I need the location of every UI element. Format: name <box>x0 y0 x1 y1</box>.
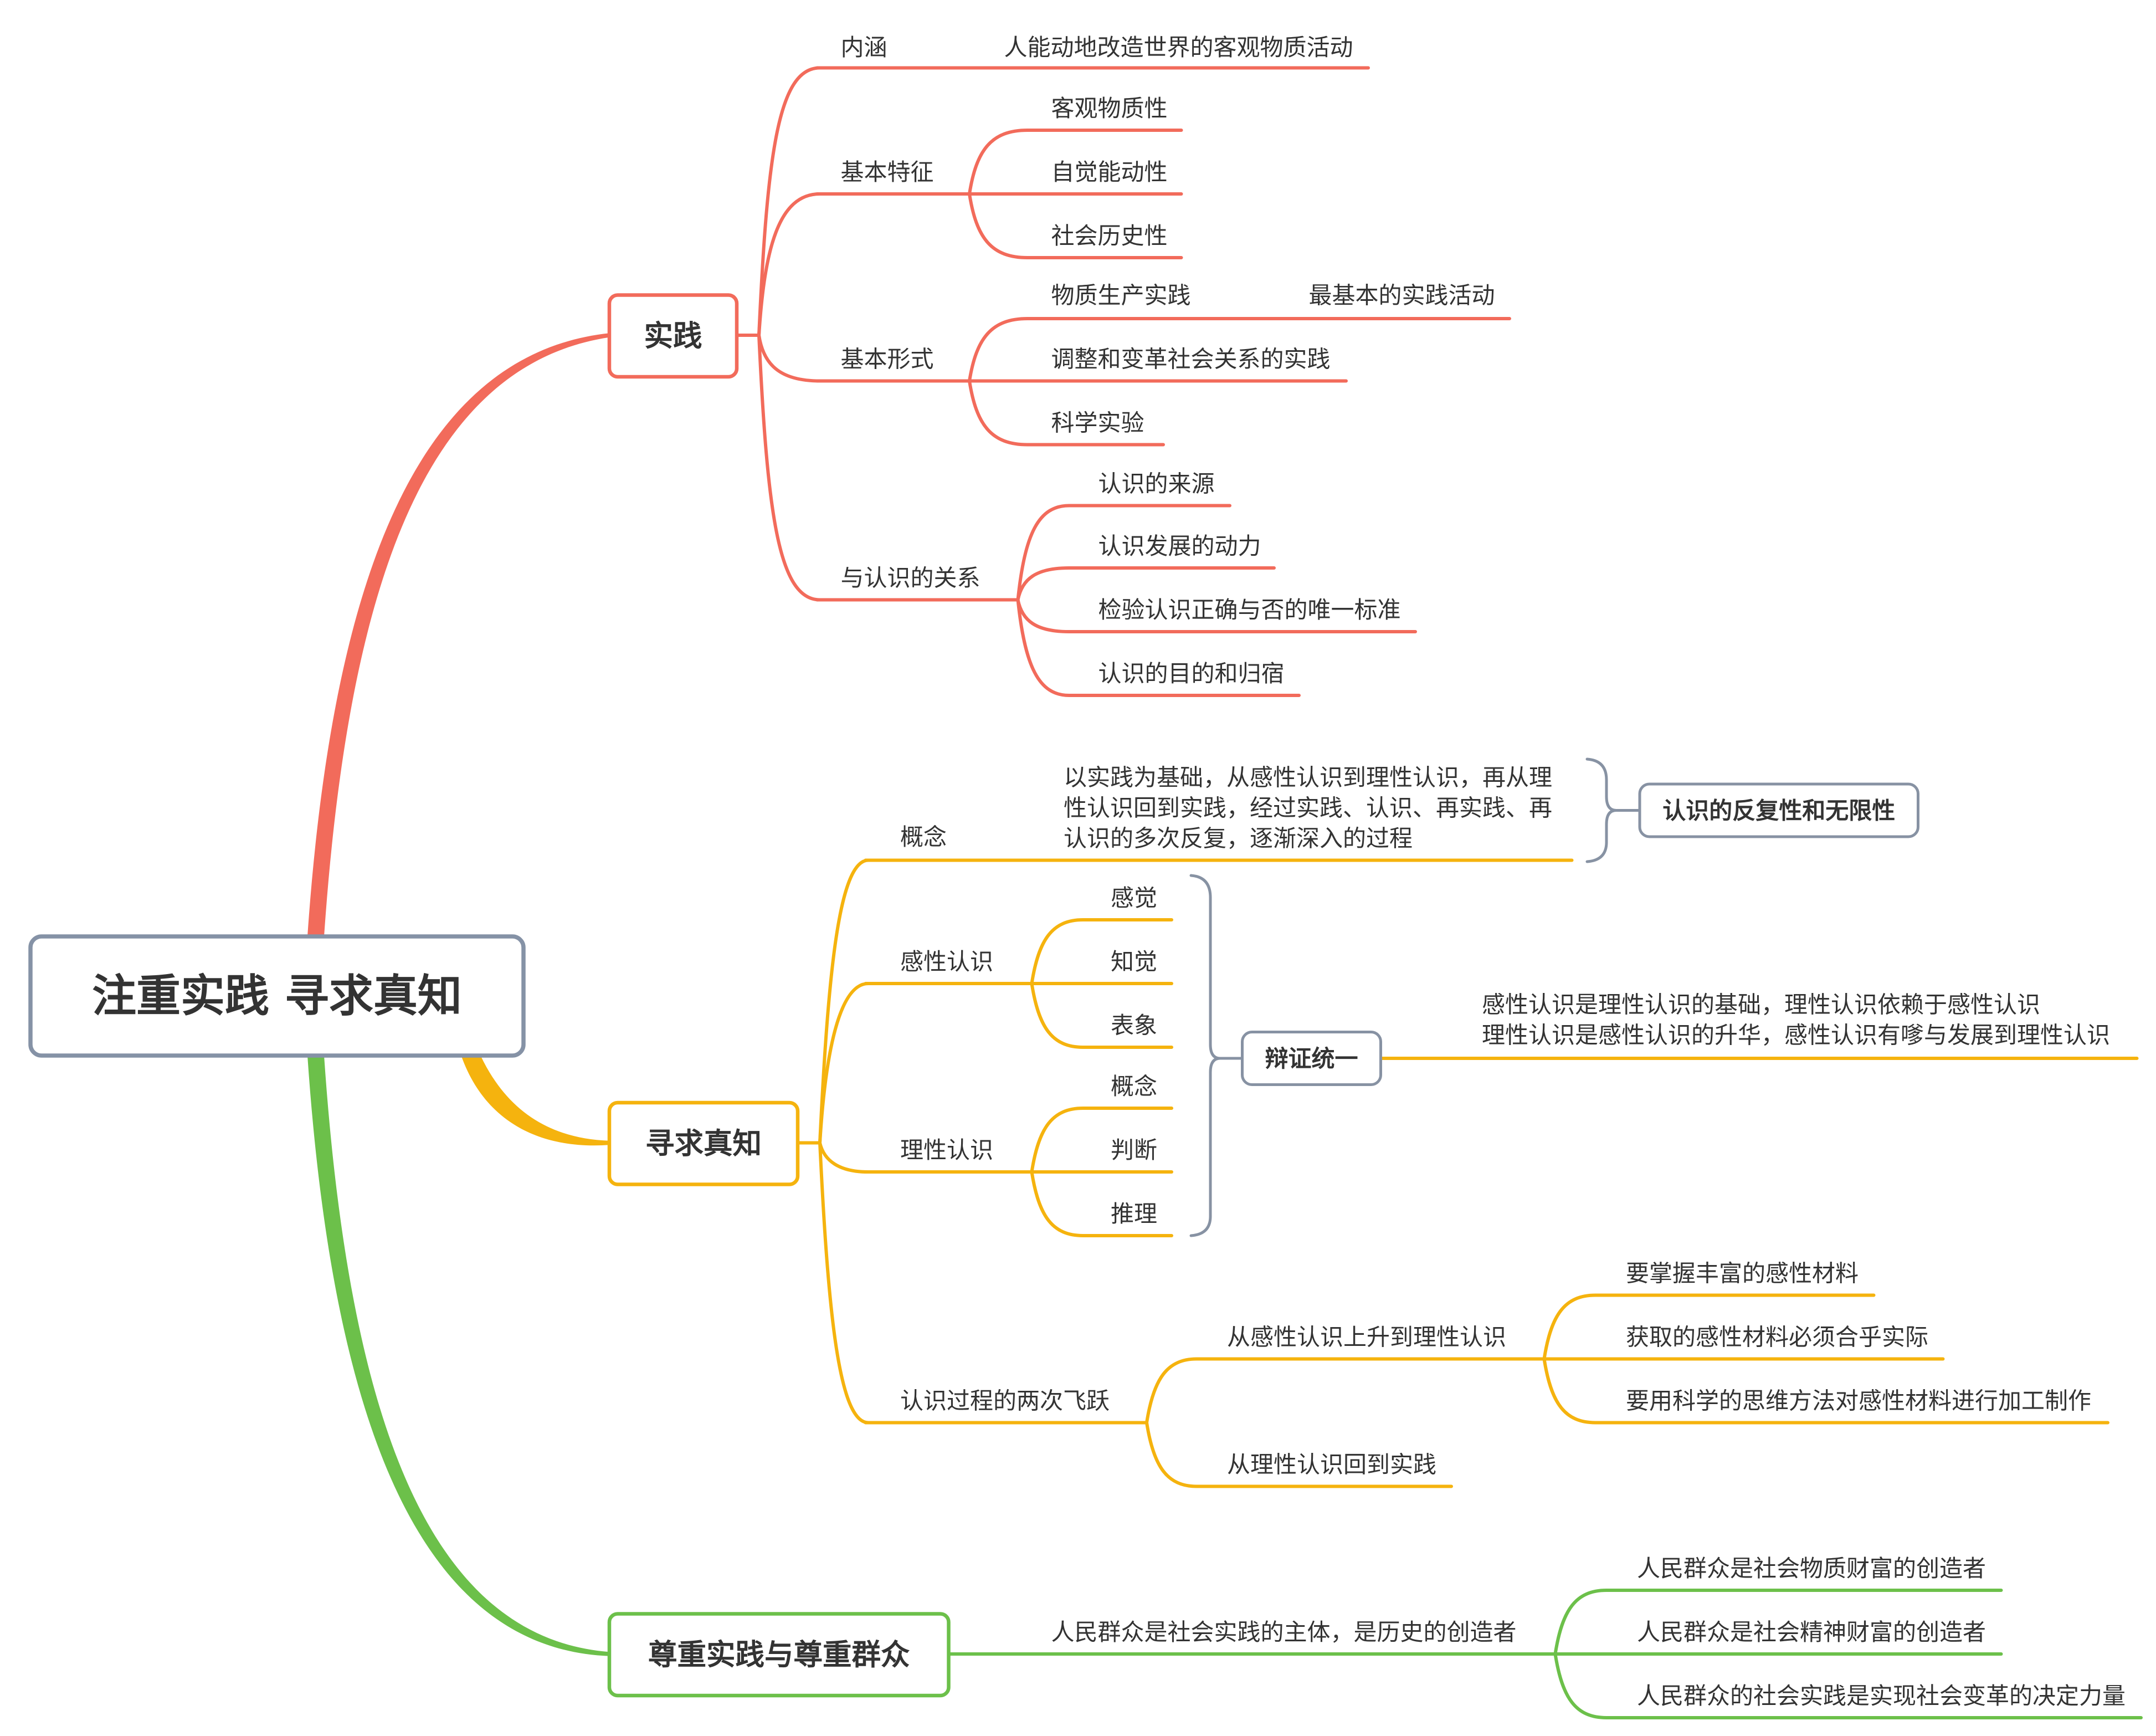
leap-perceptual-to-rational: 从感性认识上升到理性认识 <box>1227 1324 1506 1351</box>
practice-topics: 内涵 人能动地改造世界的客观物质活动 基本特征 客观物质性 自觉能动性 社会历史… <box>841 34 1495 687</box>
perceptual-representation: 表象 <box>1111 1012 1157 1039</box>
dialectical-unity-bracket <box>1189 874 1220 1237</box>
feature-conscious-initiative: 自觉能动性 <box>1051 158 1168 186</box>
rational-reasoning: 推理 <box>1111 1200 1157 1227</box>
form-material-production: 物质生产实践 <box>1051 282 1191 309</box>
connector-line <box>1016 504 1231 602</box>
respect-masses-connectors <box>947 1589 2143 1720</box>
topic-concept: 概念 <box>900 823 947 851</box>
topic-two-leaps: 认识过程的两次飞跃 <box>900 1387 1110 1415</box>
connector-line <box>1553 1652 2143 1720</box>
relation-sole-criterion: 检验认识正确与否的唯一标准 <box>1098 596 1400 623</box>
form-scientific-experiment: 科学实验 <box>1051 409 1144 437</box>
form-social-relations: 调整和变革社会关系的实践 <box>1051 346 1331 373</box>
main-connector-seek-truth <box>461 1056 609 1146</box>
branch-respect-masses-node <box>607 1612 951 1698</box>
rational-judgment: 判断 <box>1111 1136 1157 1164</box>
connector-line <box>1030 1107 1173 1174</box>
summary-repetition-infinity-label: 认识的反复性和无限性 <box>1662 797 1895 825</box>
relation-driving-force: 认识发展的动力 <box>1098 532 1261 560</box>
connector-line <box>818 858 870 1145</box>
leap-requirement-rich-material: 要掌握丰富的感性材料 <box>1626 1260 1859 1287</box>
topic-connotation-definition: 人能动地改造世界的客观物质活动 <box>1004 34 1353 61</box>
connector-line <box>967 129 1183 196</box>
connector-line <box>1542 1293 1876 1361</box>
perceptual-perception: 知觉 <box>1111 948 1157 975</box>
summary-repetition-infinity-node <box>1638 782 1919 838</box>
branch-nodes: 实践 寻求真知 尊重实践与尊重群众 <box>607 293 951 1698</box>
dialectical-unity-label: 辩证统一 <box>1265 1045 1358 1072</box>
feature-objective-materiality: 客观物质性 <box>1051 95 1168 122</box>
topic-masses-subject: 人民群众是社会实践的主体，是历史的创造者 <box>1051 1619 1517 1646</box>
connector-line <box>757 334 822 602</box>
connector-line <box>757 334 822 383</box>
concept-definition-line: 以实践为基础，从感性认识到理性认识，再从理 <box>1064 764 1552 791</box>
branch-respect-masses-title: 尊重实践与尊重群众 <box>648 1638 910 1672</box>
masses-spiritual-wealth: 人民群众是社会精神财富的创造者 <box>1637 1619 1986 1646</box>
branch-practice-node <box>607 293 739 379</box>
connector-line <box>1144 1357 1945 1425</box>
concept-definition-line: 认识的多次反复，逐渐深入的过程 <box>1064 825 1413 852</box>
connector-line <box>1144 1421 1453 1488</box>
summary-brackets <box>1189 757 1641 1237</box>
main-connector-practice <box>307 333 609 937</box>
connector-line <box>1030 982 1173 1049</box>
branch-practice-title: 实践 <box>644 319 702 353</box>
seek-truth-connectors <box>795 858 2139 1488</box>
connector-line <box>757 66 822 337</box>
relation-source: 认识的来源 <box>1098 470 1214 498</box>
connector-line <box>1030 918 1173 986</box>
form-material-production-note: 最基本的实践活动 <box>1309 282 1495 309</box>
topic-perceptual-cognition: 感性认识 <box>900 948 993 975</box>
rational-concept: 概念 <box>1111 1073 1157 1100</box>
leap-requirement-scientific-processing: 要用科学的思维方法对感性材料进行加工制作 <box>1626 1387 2091 1415</box>
central-topic-node <box>28 934 526 1058</box>
connector-line <box>818 1141 870 1174</box>
connector-line <box>1030 1170 1173 1238</box>
connector-line <box>1016 598 1301 698</box>
perceptual-sensation: 感觉 <box>1111 884 1157 911</box>
branch-seek-truth-title: 寻求真知 <box>645 1126 762 1160</box>
connector-line <box>818 1141 870 1425</box>
connector-line <box>1553 1589 2003 1656</box>
leap-requirement-factual-material: 获取的感性材料必须合乎实际 <box>1626 1324 1928 1351</box>
central-topic-title: 注重实践 寻求真知 <box>92 970 462 1022</box>
concept-definition-line: 性认识回到实践，经过实践、认识、再实践、再 <box>1064 795 1552 822</box>
seek-truth-topics: 概念 以实践为基础，从感性认识到理性认识，再从理 性认识回到实践，经过实践、认识… <box>900 764 2110 1478</box>
topic-connotation: 内涵 <box>841 34 887 61</box>
relation-goal: 认识的目的和归宿 <box>1098 660 1284 687</box>
branch-seek-truth-node <box>607 1100 800 1186</box>
topic-rational-cognition: 理性认识 <box>900 1136 993 1164</box>
connector-line <box>1016 566 1276 602</box>
leap-rational-to-practice: 从理性认识回到实践 <box>1227 1451 1436 1478</box>
masses-decisive-force: 人民群众的社会实践是实现社会变革的决定力量 <box>1637 1682 2126 1709</box>
dialectical-unity-node <box>1240 1031 1382 1087</box>
topic-basic-forms: 基本形式 <box>841 346 934 373</box>
connector-line <box>967 192 1183 260</box>
topic-relation-to-cognition: 与认识的关系 <box>841 565 981 592</box>
dialectical-unity-note-line: 感性认识是理性认识的基础，理性认识依赖于感性认识 <box>1482 991 2040 1018</box>
connector-line <box>967 317 1511 383</box>
connector-line <box>967 379 1165 447</box>
dialectical-unity-note-line: 理性认识是感性认识的升华，感性认识有嗲与发展到理性认识 <box>1482 1022 2110 1049</box>
connector-line <box>818 982 870 1145</box>
summary-bracket <box>1585 757 1616 863</box>
connector-line <box>757 192 822 337</box>
main-connectors <box>307 333 609 1656</box>
respect-masses-topics: 人民群众是社会实践的主体，是历史的创造者 人民群众是社会物质财富的创造者 人民群… <box>1051 1555 2126 1709</box>
main-connector-respect-masses <box>307 1056 609 1656</box>
practice-connectors <box>735 66 1511 698</box>
central-topic: 注重实践 寻求真知 <box>28 934 526 1058</box>
connector-line <box>1542 1357 2109 1425</box>
feature-social-history: 社会历史性 <box>1051 222 1168 249</box>
topic-basic-features: 基本特征 <box>841 158 934 186</box>
masses-material-wealth: 人民群众是社会物质财富的创造者 <box>1637 1555 1986 1582</box>
